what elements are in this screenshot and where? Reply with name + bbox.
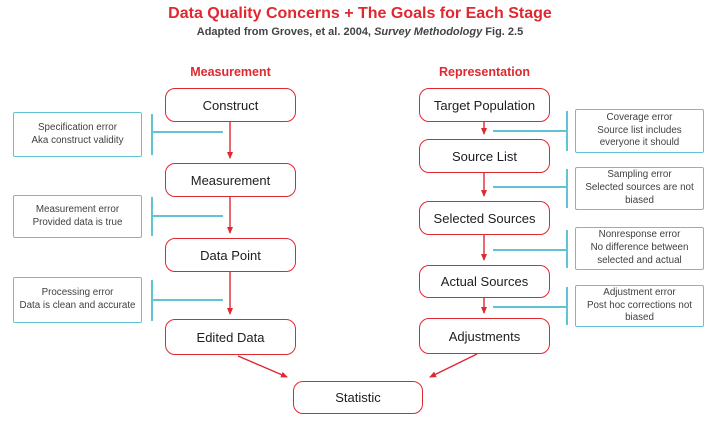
page-title: Data Quality Concerns + The Goals for Ea… (168, 5, 552, 22)
subtitle-suffix: Fig. 2.5 (482, 26, 524, 38)
stage-statistic: Statistic (293, 381, 423, 414)
error-goal: Post hoc corrections not biased (586, 299, 693, 324)
error-goal: Source list includes everyone it should (597, 124, 682, 149)
error-name: Nonresponse error (598, 229, 681, 241)
stage-construct: Construct (165, 88, 296, 122)
page-subtitle: Adapted from Groves, et al. 2004, Survey… (0, 26, 720, 38)
note-connectors (151, 111, 568, 325)
note-measurement-error: Measurement error Provided data is true (13, 195, 142, 238)
error-name: Processing error (41, 287, 114, 299)
note-adjustment-error: Adjustment error Post hoc corrections no… (575, 285, 704, 327)
note-coverage-error: Coverage error Source list includes ever… (575, 109, 704, 153)
subtitle-italic: Survey Methodology (374, 26, 483, 38)
column-header-measurement: Measurement (190, 65, 271, 79)
error-name: Measurement error (35, 203, 120, 215)
stage-selected-sources: Selected Sources (419, 201, 550, 235)
error-name: Sampling error (607, 169, 672, 181)
error-goal: Selected sources are not biased (585, 182, 694, 206)
note-sampling-error: Sampling error Selected sources are not … (575, 167, 704, 210)
note-specification-error: Specification error Aka construct validi… (13, 112, 142, 157)
subtitle-prefix: Adapted from Groves, et al. 2004, (196, 26, 375, 38)
error-name: Coverage error (606, 111, 673, 123)
error-name: Adjustment error (603, 286, 676, 298)
stage-target-population: Target Population (419, 88, 550, 122)
stage-adjustments: Adjustments (419, 318, 550, 354)
stage-source-list: Source List (419, 139, 550, 173)
error-goal: Aka construct validity (31, 134, 124, 146)
note-processing-error: Processing error Data is clean and accur… (13, 277, 142, 323)
note-nonresponse-error: Nonresponse error No difference between … (575, 227, 704, 270)
stage-data-point: Data Point (165, 238, 296, 272)
stage-edited-data: Edited Data (165, 319, 296, 355)
stage-measurement: Measurement (165, 163, 296, 197)
flow-arrows (227, 122, 487, 378)
column-header-representation: Representation (439, 65, 530, 79)
error-goal: Provided data is true (32, 216, 123, 228)
error-goal: Data is clean and accurate (19, 300, 136, 311)
stage-actual-sources: Actual Sources (419, 265, 550, 298)
error-goal: No difference between selected and actua… (590, 242, 689, 266)
error-name: Specification error (38, 121, 117, 133)
